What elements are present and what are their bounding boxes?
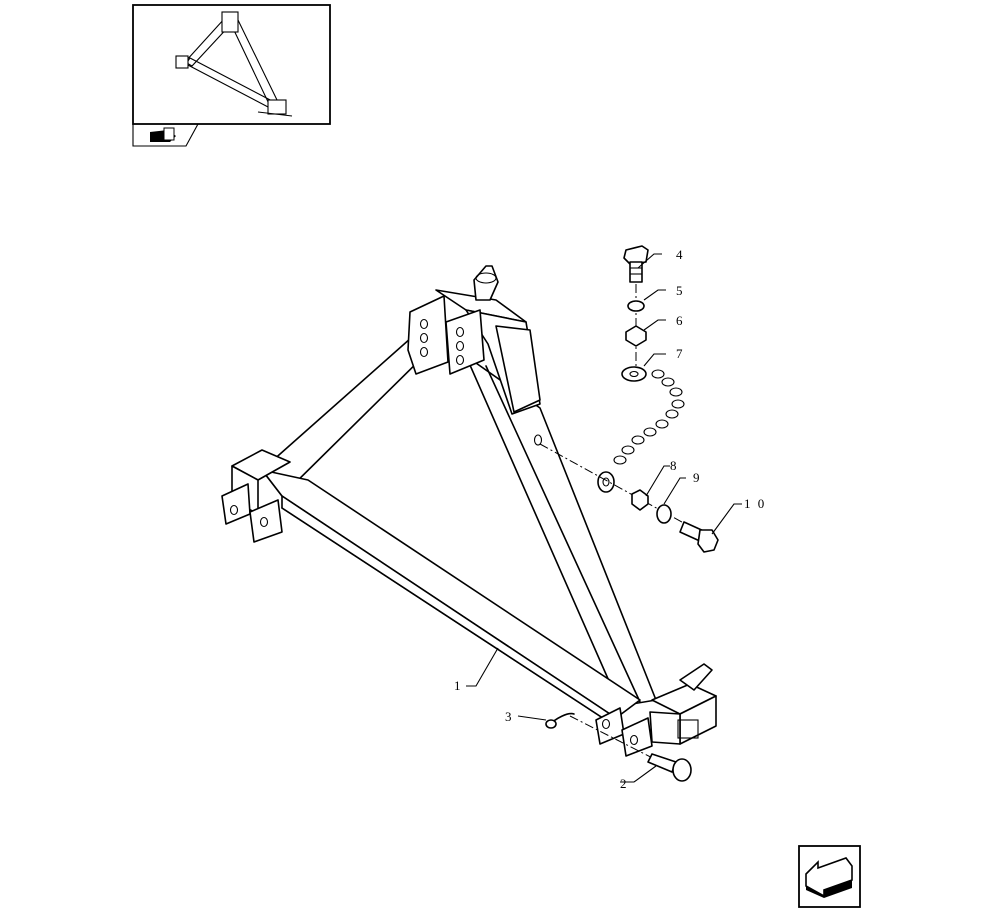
callout-3: 3 xyxy=(505,709,514,724)
part-8-nut xyxy=(631,489,649,511)
previous-page-icon[interactable] xyxy=(132,123,199,147)
callout-2: 2 xyxy=(620,776,629,791)
part-5-washer xyxy=(627,300,645,312)
next-page-arrow-icon[interactable] xyxy=(798,845,861,908)
part-4-bolt xyxy=(623,245,649,283)
callout-4: 4 xyxy=(676,247,685,262)
part-7-chain xyxy=(597,366,685,493)
callout-8: 8 xyxy=(670,458,679,473)
callout-9: 9 xyxy=(693,470,702,485)
part-9-washer xyxy=(656,504,672,524)
part-6-nut xyxy=(625,325,647,347)
part-2-pin xyxy=(647,753,692,782)
callout-5: 5 xyxy=(676,283,685,298)
callout-1: 1 xyxy=(454,678,463,693)
callout-7: 7 xyxy=(676,346,685,361)
callout-10: 1 0 xyxy=(744,496,766,511)
a-frame-weldment xyxy=(221,265,717,757)
part-10-bolt xyxy=(679,521,719,553)
callout-6: 6 xyxy=(676,313,685,328)
frame-thumbnail-icon[interactable] xyxy=(132,4,331,125)
part-3-clip xyxy=(545,712,575,729)
